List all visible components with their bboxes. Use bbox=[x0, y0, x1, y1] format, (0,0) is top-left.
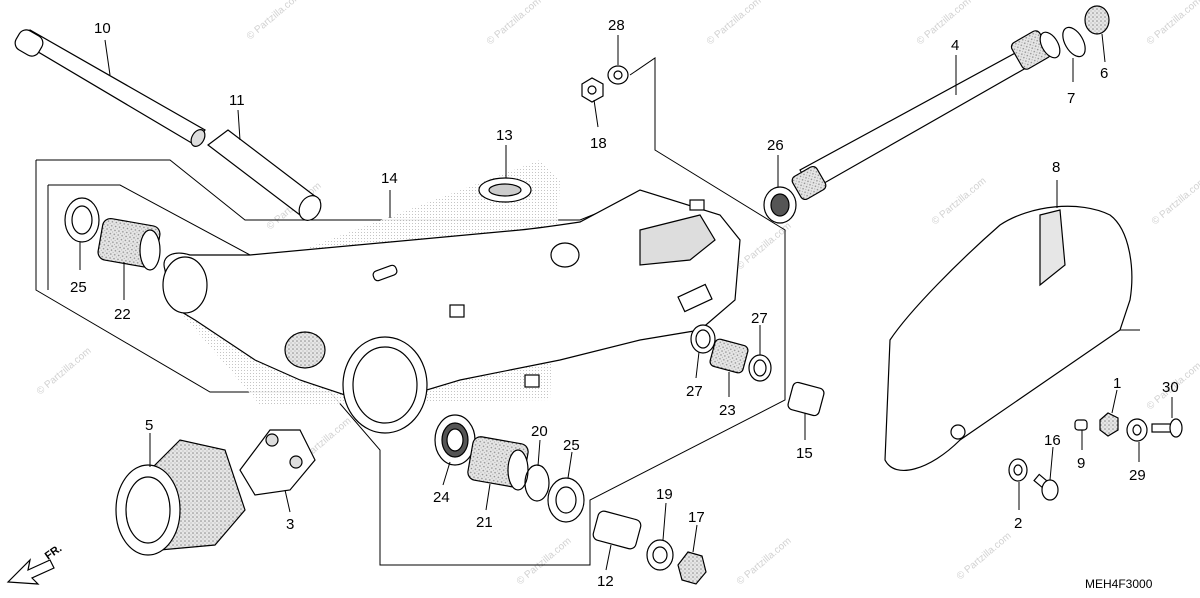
part-25-dust-seal bbox=[64, 197, 100, 243]
watermark: © Partzilla.com bbox=[1145, 0, 1200, 47]
part-19-washer bbox=[646, 539, 674, 571]
callout-28: 28 bbox=[608, 17, 625, 34]
part-23-needle-bearing bbox=[709, 338, 749, 374]
callout-1: 1 bbox=[1113, 375, 1121, 392]
callout-29: 29 bbox=[1129, 467, 1146, 484]
diagram-code: MEH4F3000 bbox=[1085, 577, 1153, 591]
watermark: © Partzilla.com bbox=[35, 346, 94, 398]
callout-25: 25 bbox=[563, 437, 580, 454]
callout-10: 10 bbox=[94, 20, 111, 37]
part-27-dust-seal bbox=[748, 354, 772, 382]
watermark: © Partzilla.com bbox=[485, 0, 544, 47]
callout-15: 15 bbox=[796, 445, 813, 462]
part-24-ball-bearing bbox=[434, 414, 476, 466]
part-21-needle-bearing bbox=[467, 436, 529, 491]
callout-5: 5 bbox=[145, 417, 153, 434]
part-8-cover bbox=[884, 205, 1133, 471]
part-6-spring bbox=[1084, 5, 1110, 35]
part-9-collar bbox=[1074, 419, 1088, 431]
callout-8: 8 bbox=[1052, 159, 1060, 176]
callout-12: 12 bbox=[597, 573, 614, 590]
callout-3: 3 bbox=[286, 516, 294, 533]
callout-2: 2 bbox=[1014, 515, 1022, 532]
leader-lines bbox=[79, 33, 1173, 571]
callout-4: 4 bbox=[951, 37, 959, 54]
part-7-circlip bbox=[1062, 26, 1086, 58]
callout-30: 30 bbox=[1162, 379, 1179, 396]
part-18-nut bbox=[581, 77, 604, 103]
callout-9: 9 bbox=[1077, 455, 1085, 472]
watermark: © Partzilla.com bbox=[915, 0, 974, 47]
callout-14: 14 bbox=[381, 170, 398, 187]
callout-22: 22 bbox=[114, 306, 131, 323]
watermark: © Partzilla.com bbox=[735, 536, 794, 588]
callout-19: 19 bbox=[656, 486, 673, 503]
callout-25: 25 bbox=[70, 279, 87, 296]
part-20-circlip bbox=[524, 464, 550, 502]
part-5-boot bbox=[115, 439, 246, 556]
front-direction-arrow: FR. bbox=[6, 542, 64, 585]
watermark: © Partzilla.com bbox=[1150, 176, 1200, 228]
watermark: © Partzilla.com bbox=[705, 0, 764, 47]
callout-26: 26 bbox=[767, 137, 784, 154]
part-25-dust-seal bbox=[547, 477, 585, 523]
part-3-universal-joint bbox=[239, 429, 316, 496]
part-28-washer bbox=[607, 65, 629, 85]
part-13-cap bbox=[478, 177, 532, 203]
part-4-drive-shaft bbox=[791, 30, 1061, 201]
watermark: © Partzilla.com bbox=[955, 531, 1014, 583]
part-29-washer bbox=[1126, 418, 1148, 442]
part-11-collar bbox=[207, 129, 322, 221]
callout-18: 18 bbox=[590, 135, 607, 152]
callout-13: 13 bbox=[496, 127, 513, 144]
callout-27: 27 bbox=[751, 310, 768, 327]
callout-20: 20 bbox=[531, 423, 548, 440]
callout-23: 23 bbox=[719, 402, 736, 419]
callout-27: 27 bbox=[686, 383, 703, 400]
swingarm bbox=[162, 189, 741, 434]
callout-16: 16 bbox=[1044, 432, 1061, 449]
watermark: © Partzilla.com bbox=[515, 536, 574, 588]
part-2-washer bbox=[1008, 458, 1028, 482]
callout-labels: 10 11 28 18 13 14 4 7 6 26 8 25 22 27 27… bbox=[70, 17, 1179, 590]
part-22-needle-bearing bbox=[97, 217, 161, 271]
part-15-collar bbox=[787, 381, 825, 417]
front-direction-label: FR. bbox=[43, 542, 64, 562]
part-17-nut bbox=[677, 551, 707, 585]
callout-17: 17 bbox=[688, 509, 705, 526]
part-12-collar bbox=[592, 510, 642, 550]
callout-24: 24 bbox=[433, 489, 450, 506]
callout-6: 6 bbox=[1100, 65, 1108, 82]
callout-11: 11 bbox=[229, 92, 245, 109]
watermark: © Partzilla.com bbox=[245, 0, 304, 42]
part-10-pivot-shaft bbox=[14, 29, 206, 147]
part-16-bolt bbox=[1033, 473, 1059, 501]
callout-21: 21 bbox=[476, 514, 493, 531]
callout-7: 7 bbox=[1067, 90, 1075, 107]
part-1-nut bbox=[1099, 412, 1119, 437]
watermark: © Partzilla.com bbox=[930, 176, 989, 228]
part-30-bolt bbox=[1151, 418, 1183, 438]
part-26-oil-seal bbox=[763, 186, 797, 224]
part-27-dust-seal bbox=[690, 324, 716, 354]
